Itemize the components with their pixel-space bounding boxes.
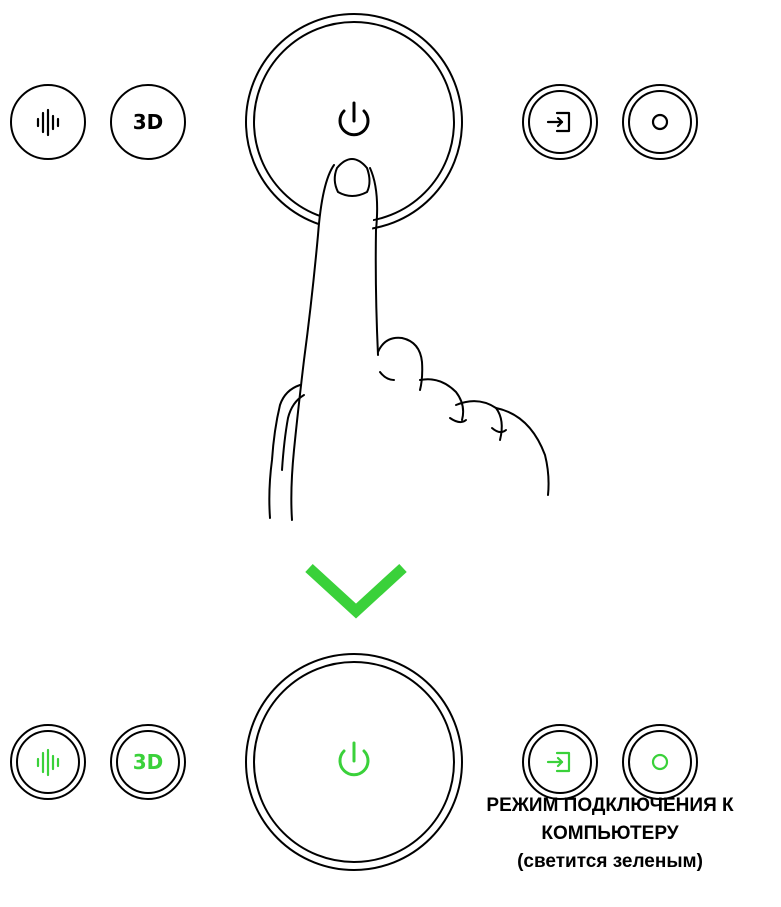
sound-wave-icon [38, 110, 58, 135]
power-button-after [246, 654, 462, 870]
circle-icon [653, 115, 667, 129]
input-source-button-after [523, 725, 597, 799]
circle-button-after [623, 725, 697, 799]
3d-mode-button-after: 3D [111, 725, 185, 799]
sound-mode-button-after [11, 725, 85, 799]
input-icon [548, 113, 569, 131]
sound-wave-icon [38, 750, 58, 775]
power-icon [340, 103, 368, 135]
mode-caption: РЕЖИМ ПОДКЛЮЧЕНИЯ К КОМПЬЮТЕРУ (светится… [440, 792, 780, 876]
circle-button-before [623, 85, 697, 159]
power-icon [340, 743, 368, 775]
caption-line-3: (светится зеленым) [440, 848, 780, 876]
caption-line-2: КОМПЬЮТЕРУ [440, 820, 780, 848]
sound-mode-button-before [11, 85, 85, 159]
input-icon [548, 753, 569, 771]
3d-label: 3D [133, 750, 164, 774]
3d-mode-button-before: 3D [111, 85, 185, 159]
3d-label: 3D [133, 110, 164, 134]
input-source-button-before [523, 85, 597, 159]
circle-icon [653, 755, 667, 769]
caption-line-1: РЕЖИМ ПОДКЛЮЧЕНИЯ К [440, 792, 780, 820]
chevron-down-icon [309, 568, 403, 611]
